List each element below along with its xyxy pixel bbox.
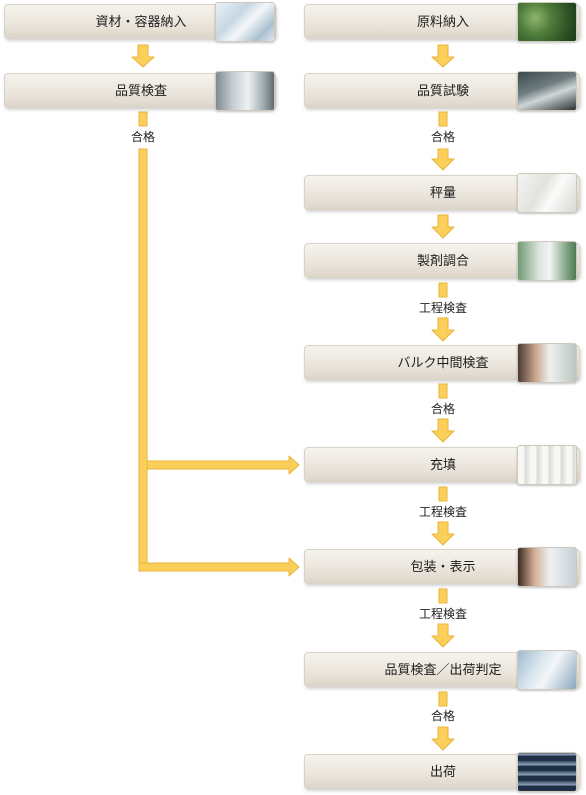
condition-label: 工程検査: [413, 607, 473, 621]
line-right-stub-5: [438, 588, 448, 604]
line-right-stub-2: [438, 282, 448, 298]
step-shipment: 出荷: [304, 752, 580, 792]
step-bulk-inspection: バルク中間検査: [304, 343, 580, 383]
lab-worker-photo: [215, 71, 275, 111]
arrow-branch-pack: [138, 557, 300, 577]
step-final-inspection: 品質検査／出荷判定: [304, 650, 580, 690]
arrow-right-1: [431, 44, 455, 68]
arrow-right-3: [431, 214, 455, 239]
warehouse-photo: [517, 752, 577, 792]
step-raw-material-receipt: 原料納入: [304, 2, 580, 42]
line-right-stub-6: [438, 691, 448, 707]
arrow-right-7: [431, 623, 455, 648]
line-right-stub-1: [438, 111, 448, 127]
inspector-photo: [517, 343, 577, 383]
arrow-right-4: [431, 317, 455, 342]
step-filling: 充填: [304, 445, 580, 485]
arrow-left-1: [131, 44, 155, 68]
line-left-stub: [138, 111, 148, 127]
arrow-right-6: [431, 521, 455, 546]
mixing-photo: [517, 241, 577, 281]
line-left-vertical: [138, 148, 148, 572]
line-right-stub-4: [438, 486, 448, 502]
plants-photo: [517, 2, 577, 42]
glassware-photo: [517, 173, 577, 213]
condition-label: 工程検査: [413, 505, 473, 519]
step-label: 品質検査: [114, 84, 167, 99]
microscope-photo: [517, 71, 577, 111]
step-quality-test: 品質試験: [304, 71, 580, 111]
step-weighing: 秤量: [304, 173, 580, 213]
step-label: 品質試験: [416, 84, 469, 99]
condition-label: 合格: [413, 130, 473, 144]
step-label: 出荷: [429, 765, 456, 780]
step-label: 秤量: [429, 186, 456, 201]
cleanroom-photo: [517, 650, 577, 690]
step-label: 原料納入: [416, 15, 469, 30]
step-label: 充填: [429, 458, 456, 473]
condition-label: 工程検査: [413, 301, 473, 315]
step-materials-receipt: 資材・容器納入: [4, 2, 276, 42]
step-label: 製剤調合: [416, 254, 469, 269]
step-label: 包装・表示: [410, 560, 476, 575]
step-packaging: 包装・表示: [304, 547, 580, 587]
arrow-right-8: [431, 726, 455, 751]
arrow-right-2: [431, 148, 455, 171]
step-formulation: 製剤調合: [304, 241, 580, 281]
step-quality-inspection-left: 品質検査: [4, 71, 276, 111]
condition-label-left: 合格: [113, 130, 173, 144]
arrow-right-5: [431, 418, 455, 443]
condition-label: 合格: [413, 709, 473, 723]
step-label: 品質検査／出荷判定: [384, 663, 502, 678]
line-right-stub-3: [438, 383, 448, 399]
packaging-photo: [517, 547, 577, 587]
step-label: バルク中間検査: [397, 356, 489, 371]
bottles-photo: [215, 2, 275, 42]
containers-photo: [517, 445, 577, 485]
step-label: 資材・容器納入: [95, 15, 187, 30]
arrow-branch-fill: [146, 455, 300, 475]
condition-label: 合格: [413, 402, 473, 416]
